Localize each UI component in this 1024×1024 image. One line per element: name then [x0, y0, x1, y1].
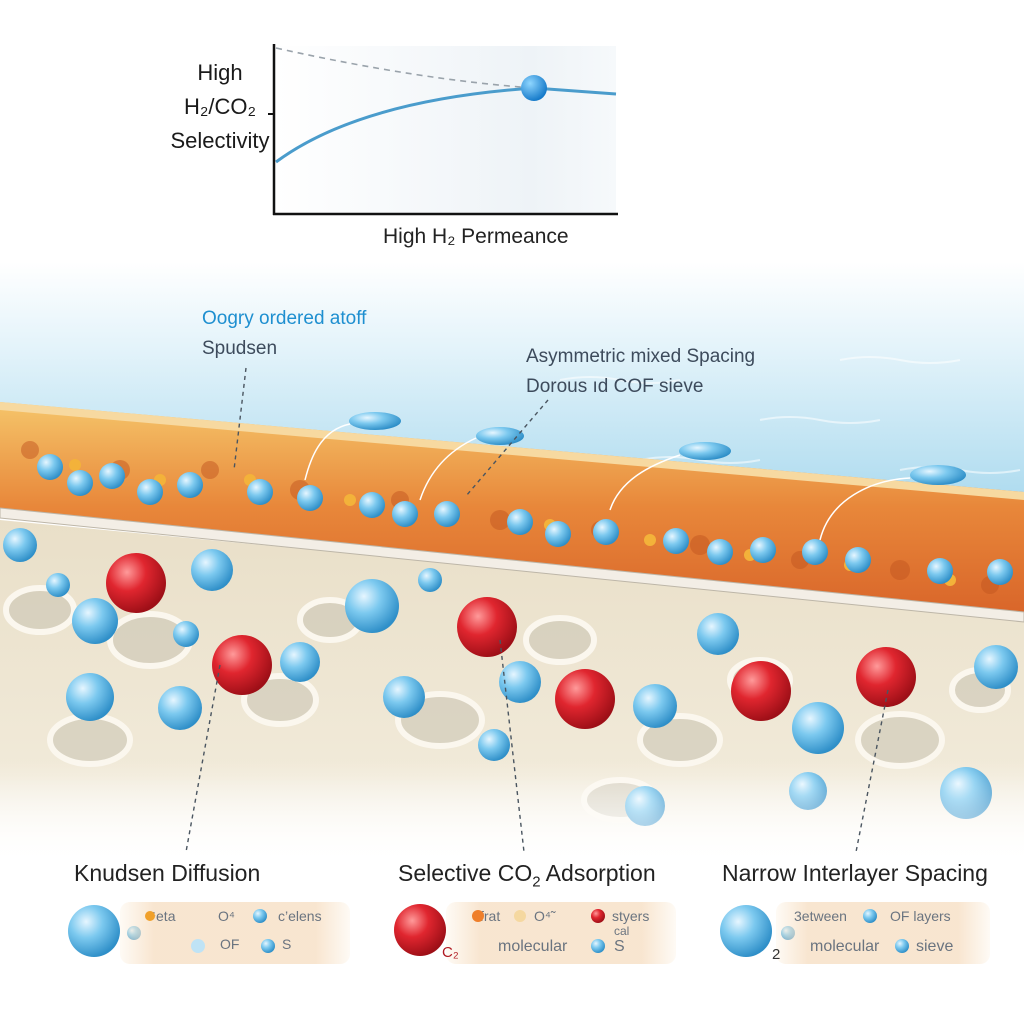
- h2-molecule: [3, 528, 37, 562]
- chart-target-point: [521, 75, 547, 101]
- h2-molecule: [137, 479, 163, 505]
- leader-lines: [185, 367, 889, 853]
- h2-molecule: [792, 702, 844, 754]
- h2-molecule: [359, 492, 385, 518]
- legend-narrow-r2a: molecular: [810, 938, 880, 955]
- callout-right-line1: Asymmetric mixed Spacing: [526, 346, 756, 367]
- chart-y-label-line2: H₂/CO₂: [183, 94, 257, 119]
- h2-molecule: [974, 645, 1018, 689]
- h2-molecule: [802, 539, 828, 565]
- h2-molecule: [507, 509, 533, 535]
- legend-co2-r2b: S: [614, 938, 625, 955]
- h2-molecule: [750, 537, 776, 563]
- legend-narrow-r1a: 3etween: [794, 908, 847, 924]
- chart-y-label-line3: Selectivity: [170, 128, 270, 153]
- chart-plot-area: [274, 46, 616, 214]
- legend-co2-subscript: C₂: [442, 944, 459, 961]
- legend-knudsen-r1b: O⁴: [218, 908, 235, 924]
- legend-strip-knudsen: ⁴eta O⁴ c’elens OF S: [120, 902, 350, 964]
- co2-molecule: [856, 647, 916, 707]
- h2-molecule: [383, 676, 425, 718]
- chart-tradeoff-curve: [275, 86, 617, 164]
- legend-strip-narrow: 3etween OF layers molecular sieve: [776, 902, 990, 964]
- co2-molecule: [731, 661, 791, 721]
- legend-knudsen-r2b: S: [282, 936, 292, 952]
- h2-molecule: [67, 470, 93, 496]
- legend-knudsen-r2a: OF: [220, 936, 240, 952]
- h2-legend-molecule: [68, 905, 120, 957]
- h2-molecule: [434, 501, 460, 527]
- callout-right: Asymmetric mixed Spacing Dorous ıd COF s…: [526, 342, 755, 402]
- callout-left: Oogry ordered atoff Spudsen: [202, 304, 366, 364]
- co2-molecule: [457, 597, 517, 657]
- legend-icons: [68, 904, 795, 957]
- water-ripples: [559, 356, 1021, 474]
- h2-molecule: [177, 472, 203, 498]
- h2-molecule: [191, 549, 233, 591]
- cof-h2-molecules: [37, 454, 1013, 585]
- co2-molecule: [555, 669, 615, 729]
- co2-molecule: [212, 635, 272, 695]
- section-title-co2-sub: 2: [532, 873, 541, 891]
- h2-molecule: [158, 686, 202, 730]
- legend-knudsen-r1c: c’elens: [278, 908, 322, 924]
- legend-co2-r1a: frat: [480, 908, 501, 924]
- callout-right-line2: Dorous ıd COF sieve: [526, 376, 704, 397]
- h2-molecule: [987, 559, 1013, 585]
- legend-co2-r1c: styers: [612, 908, 650, 924]
- h2-molecule: [392, 501, 418, 527]
- h2-molecule: [247, 479, 273, 505]
- h2-molecule: [345, 579, 399, 633]
- legend-narrow-subscript: 2: [772, 946, 781, 963]
- h2-molecule: [927, 558, 953, 584]
- co2-legend-molecule: [394, 904, 446, 956]
- surface-molecules: [304, 412, 966, 541]
- legend-co2-r2a: molecular: [498, 938, 568, 955]
- callout-left-line1: Oogry ordered atoff: [202, 308, 367, 329]
- section-title-co2-tail: Adsorption: [540, 860, 656, 886]
- h2-molecule: [297, 485, 323, 511]
- legend-narrow-r2b: sieve: [916, 938, 954, 955]
- h2-molecule: [66, 673, 114, 721]
- h2-molecule: [418, 568, 442, 592]
- h2-molecule: [697, 613, 739, 655]
- h2-molecule: [280, 642, 320, 682]
- callout-left-line2: Spudsen: [202, 338, 278, 359]
- section-title-narrow: Narrow Interlayer Spacing: [722, 860, 988, 886]
- h2-molecule: [663, 528, 689, 554]
- cof-top-surface: [0, 402, 1024, 500]
- h2-molecule: [707, 539, 733, 565]
- legend-strip-co2: frat O⁴̃ styers cal molecular S: [446, 902, 676, 964]
- co2-molecule: [106, 553, 166, 613]
- h2-molecule: [46, 573, 70, 597]
- chart-y-label: High H₂/CO₂ Selectivity: [140, 56, 300, 158]
- legend-knudsen-r1a: ⁴eta: [150, 908, 176, 924]
- section-title-co2: Selective CO2 Adsorption: [398, 860, 656, 891]
- cof-bottom-edge: [0, 507, 1024, 623]
- h2-molecule: [173, 621, 199, 647]
- h2-legend-molecule-2: [720, 905, 772, 957]
- h2-molecule: [633, 684, 677, 728]
- section-title-co2-main: Selective CO: [398, 860, 533, 886]
- legend-co2-r1-extra: cal: [614, 924, 630, 938]
- h2-molecule: [593, 519, 619, 545]
- chart-x-label: High H₂ Permeance: [383, 225, 569, 248]
- h2-molecule: [37, 454, 63, 480]
- legend-co2-r1b: O⁴̃: [534, 908, 551, 924]
- chart-y-label-line1: High: [197, 60, 243, 85]
- bottom-fade: [0, 760, 1024, 870]
- h2-molecule: [845, 547, 871, 573]
- h2-molecule: [99, 463, 125, 489]
- h2-molecule: [545, 521, 571, 547]
- legend-narrow-r1b: OF layers: [890, 908, 951, 924]
- section-title-knudsen: Knudsen Diffusion: [74, 860, 261, 886]
- h2-molecule: [72, 598, 118, 644]
- chart-upper-bound-curve: [275, 47, 535, 89]
- h2-molecule: [499, 661, 541, 703]
- tradeoff-chart: [268, 44, 618, 216]
- h2-molecule: [478, 729, 510, 761]
